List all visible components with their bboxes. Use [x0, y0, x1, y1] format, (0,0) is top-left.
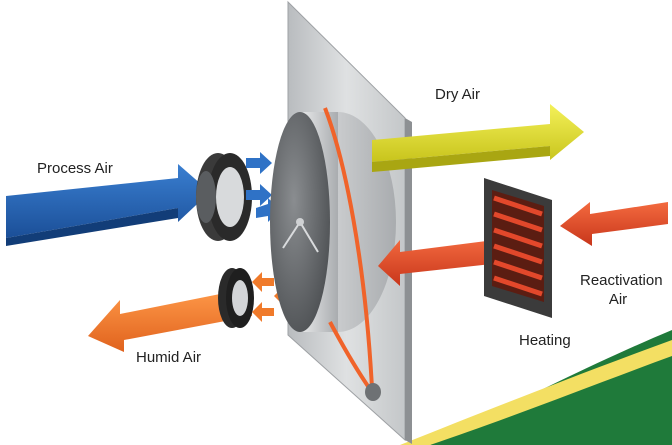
drive-belt — [323, 107, 381, 401]
dry-air-arrow — [372, 104, 584, 172]
humid-air-label: Humid Air — [136, 349, 202, 366]
reactivation-air-label-line1: Reactivation — [580, 272, 663, 289]
process-air-label: Process Air — [37, 160, 113, 177]
dry-air-label: Dry Air — [435, 86, 480, 103]
humid-outlet-seal — [218, 268, 254, 328]
heater — [484, 178, 552, 318]
reactivation-air-label: Reactivation Air — [580, 272, 663, 310]
reactivation-air-label-line2: Air — [608, 290, 628, 308]
desiccant-rotor — [270, 112, 396, 332]
decorative-swoosh-yellow — [400, 340, 672, 445]
process-air-arrow — [6, 164, 210, 246]
heating-label: Heating — [519, 332, 571, 349]
humid-air-arrow — [88, 288, 252, 352]
process-inlet-seal — [196, 153, 252, 241]
reactivation-heated-arrow — [378, 238, 510, 286]
reactivation-air-arrow — [560, 202, 668, 246]
